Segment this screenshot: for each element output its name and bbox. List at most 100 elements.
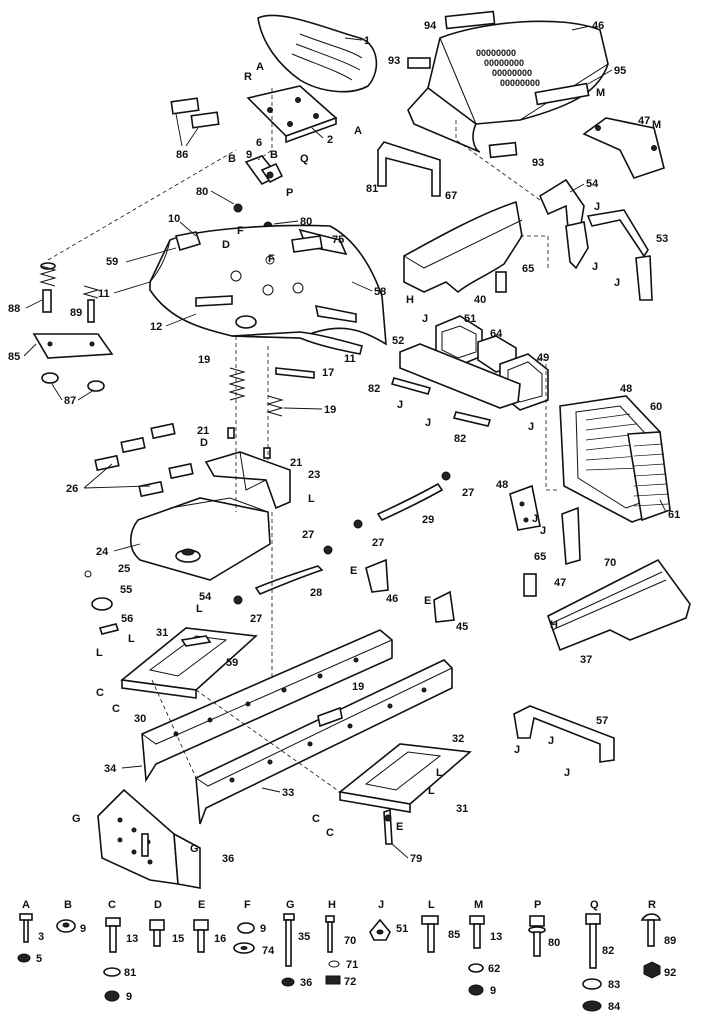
callout-67: 75 — [332, 234, 344, 246]
svg-text:51: 51 — [396, 923, 408, 935]
callout-64: 65 — [522, 263, 534, 275]
callout-22: 23 — [308, 469, 320, 481]
callout-58: 55 — [120, 584, 132, 596]
svg-text:15: 15 — [172, 933, 184, 945]
callout-91: 89 — [70, 307, 82, 319]
svg-text:A: A — [354, 125, 362, 137]
svg-text:Q: Q — [300, 153, 309, 165]
svg-text:L: L — [428, 899, 435, 911]
callout-65: 67 — [445, 190, 457, 202]
callout-30b: 31 — [456, 803, 468, 815]
callout-93b: 93 — [532, 157, 544, 169]
svg-text:M: M — [474, 899, 483, 911]
callout-40: 45 — [456, 621, 468, 633]
callout-28: 29 — [422, 514, 434, 526]
callout-19b: 19 — [324, 404, 336, 416]
svg-text:J: J — [514, 744, 520, 756]
svg-text:C: C — [96, 687, 104, 699]
callout-17: 17 — [322, 367, 334, 379]
callout-66: 70 — [604, 557, 616, 569]
svg-text:F: F — [244, 899, 251, 911]
callout-55: 58 — [374, 286, 386, 298]
footrest-right — [338, 743, 472, 813]
callout-26d: 27 — [250, 613, 262, 625]
svg-text:L: L — [436, 767, 443, 779]
callout-26c: 27 — [302, 529, 314, 541]
svg-text:82: 82 — [602, 945, 614, 957]
svg-text:D: D — [222, 239, 230, 251]
callout-8: 9 — [246, 149, 252, 161]
callout-60: 60 — [650, 401, 662, 413]
svg-text:84: 84 — [608, 1001, 621, 1013]
svg-text:J: J — [592, 261, 598, 273]
svg-text:E: E — [198, 899, 205, 911]
svg-text:D: D — [200, 437, 208, 449]
callout-33: 34 — [104, 763, 117, 775]
svg-text:74: 74 — [262, 945, 275, 957]
seat-support-bracket — [204, 451, 291, 510]
footrest-left — [120, 627, 258, 699]
svg-text:E: E — [350, 565, 357, 577]
callout-61: 61 — [668, 509, 680, 521]
callout-12: 12 — [150, 321, 162, 333]
frame-rail-right — [195, 659, 453, 825]
callout-39: 40 — [474, 294, 486, 306]
frame-holes — [173, 657, 427, 783]
handle-75 — [377, 141, 441, 197]
callout-48: 51 — [464, 313, 476, 325]
callout-27: 28 — [310, 587, 322, 599]
front-panel-66 — [547, 558, 691, 652]
callout-14: 19 — [352, 681, 364, 693]
svg-text:J: J — [532, 513, 538, 525]
dash-bar-49 — [399, 343, 521, 409]
callout-37: 37 — [580, 654, 592, 666]
callout-90: 88 — [8, 303, 20, 315]
svg-text:L: L — [308, 493, 315, 505]
seat — [257, 14, 378, 93]
svg-text:E: E — [396, 821, 403, 833]
callout-93: 93 — [388, 55, 400, 67]
callout-52: 53 — [656, 233, 668, 245]
svg-text:9: 9 — [490, 985, 496, 997]
svg-text:36: 36 — [300, 977, 312, 989]
svg-text:62: 62 — [488, 963, 500, 975]
callout-59: 56 — [121, 613, 133, 625]
callout-86: 86 — [176, 149, 188, 161]
callout-87: 85 — [8, 351, 20, 363]
callout-95: 95 — [614, 65, 626, 77]
callout-24: 25 — [118, 563, 130, 575]
fuel-tank — [129, 497, 271, 581]
svg-text:81: 81 — [124, 967, 136, 979]
svg-text:13: 13 — [490, 931, 502, 943]
callout-41: 46 — [386, 593, 398, 605]
callout-43: 47 — [638, 115, 650, 127]
svg-text:00000000: 00000000 — [476, 48, 516, 58]
svg-text:J: J — [594, 201, 600, 213]
svg-text:J: J — [548, 735, 554, 747]
svg-text:C: C — [108, 899, 116, 911]
callout-10: 10 — [168, 213, 180, 225]
svg-text:G: G — [190, 843, 199, 855]
svg-text:3: 3 — [38, 931, 44, 943]
callout-26: 27 — [462, 487, 474, 499]
svg-text:P: P — [286, 187, 293, 199]
hood-decal-text: 00000000 00000000 00000000 00000000 — [476, 48, 540, 88]
callout-57: 54 — [199, 591, 212, 603]
front-bracket — [97, 788, 201, 889]
grille-61 — [627, 431, 671, 522]
svg-text:C: C — [326, 827, 334, 839]
svg-text:L: L — [128, 633, 135, 645]
svg-text:J: J — [378, 899, 384, 911]
callout-79: 79 — [410, 853, 422, 865]
callout-21b: 21 — [290, 457, 302, 469]
svg-text:16: 16 — [214, 933, 226, 945]
hood-bracket-43 — [582, 117, 665, 179]
callout-77b: 82 — [454, 433, 466, 445]
callout-45: 47 — [554, 577, 566, 589]
svg-text:9: 9 — [80, 923, 86, 935]
svg-text:J: J — [614, 277, 620, 289]
callout-63: 64 — [490, 328, 503, 340]
svg-text:M: M — [652, 119, 661, 131]
